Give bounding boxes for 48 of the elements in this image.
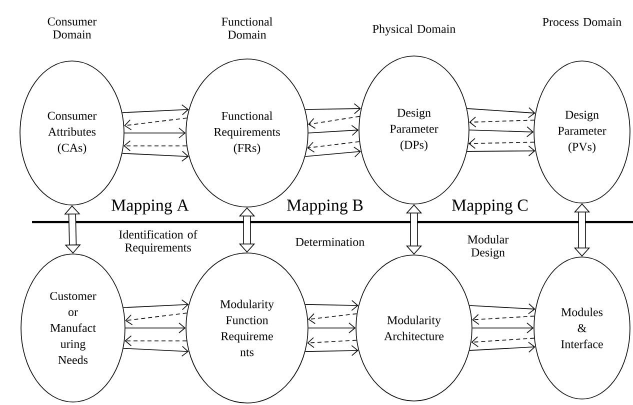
arrow — [471, 336, 534, 348]
arrow — [307, 337, 357, 348]
arrow — [472, 314, 535, 325]
arrow — [125, 312, 188, 326]
arrow — [468, 138, 534, 149]
arrow — [307, 141, 360, 153]
arrow — [304, 103, 361, 114]
arrow — [124, 140, 187, 152]
node-label: Functional Requirements (FRs) — [214, 112, 280, 154]
arrow — [124, 128, 186, 138]
arrow — [466, 107, 536, 118]
arrow — [469, 342, 536, 353]
arrow — [124, 335, 187, 346]
step-label: Modular Design — [468, 235, 509, 259]
domain-heading: Functional Domain — [222, 17, 272, 39]
mapping-label: Mapping B — [287, 200, 363, 214]
node-label: Consumer Attributes (CAs) — [48, 112, 97, 154]
arrow — [469, 126, 534, 138]
step-label: Identification of Requirements — [119, 230, 198, 254]
domain-heading: Process Domain — [542, 18, 622, 26]
arrow — [304, 146, 361, 158]
node-label: Modularity Architecture — [384, 316, 444, 340]
mapping-label: Mapping C — [452, 200, 528, 214]
arrow — [304, 300, 358, 311]
arrow — [122, 104, 189, 116]
arrow — [308, 313, 358, 324]
step-label: Determination — [296, 238, 364, 246]
arrow — [469, 303, 536, 314]
node-label: Modularity Function Requireme nts — [220, 300, 274, 356]
arrow — [466, 146, 536, 156]
arrow — [123, 299, 189, 310]
node-label: Design Parameter (DPs) — [390, 108, 438, 152]
node-label: Modules & Interface — [561, 308, 603, 348]
domain-heading: Consumer Domain — [48, 17, 97, 39]
arrow — [308, 322, 356, 334]
mapping-label: Mapping A — [112, 200, 189, 214]
node-label: Customer or Manufact uring Needs — [50, 292, 96, 364]
arrow — [469, 116, 535, 128]
domain-heading: Physical Domain — [372, 24, 456, 36]
arrow — [124, 118, 188, 130]
arrow — [123, 346, 189, 357]
arrow — [308, 125, 359, 136]
arrow — [308, 116, 360, 129]
arrow — [304, 345, 358, 356]
arrow — [472, 322, 534, 334]
arrow — [125, 322, 186, 334]
arrow — [122, 150, 189, 162]
node-label: Design Parameter (PVs) — [558, 110, 606, 154]
